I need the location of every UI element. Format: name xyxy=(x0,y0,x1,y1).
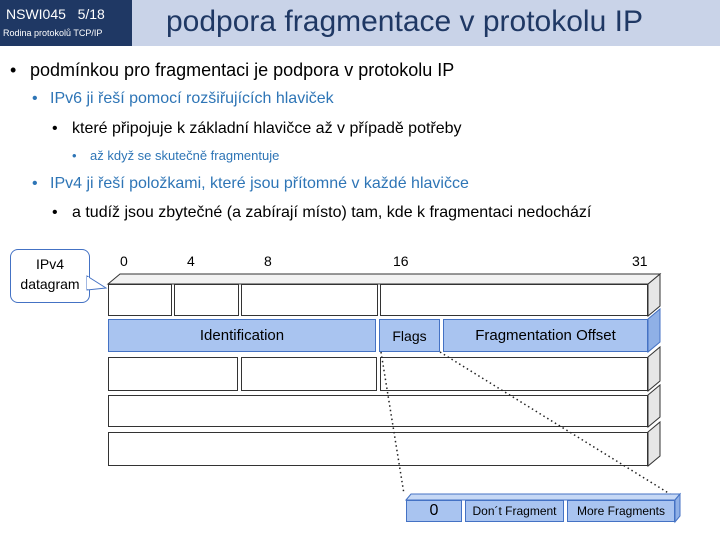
flag-bit-more-fragments: More Fragments xyxy=(567,500,675,522)
datagram-callout xyxy=(10,249,90,303)
bullet-dot-icon: • xyxy=(10,60,17,80)
bullet-level2: IPv4 ji řeší položkami, které jsou příto… xyxy=(50,175,469,192)
bullet-dot-icon: • xyxy=(32,175,38,192)
course-badge: NSWI045 5/18 Rodina protokolů TCP/IP xyxy=(0,0,132,46)
bit-label: 4 xyxy=(187,253,195,269)
bullet-dot-icon: • xyxy=(32,90,38,107)
identification-field: Identification xyxy=(108,319,376,352)
slide-title: podpora fragmentace v protokolu IP xyxy=(166,5,643,38)
header-field xyxy=(380,284,648,316)
header-field xyxy=(241,284,378,316)
bullet-dot-icon: • xyxy=(52,204,58,221)
bit-label: 8 xyxy=(264,253,272,269)
header-field xyxy=(174,284,239,316)
bullet-level3: a tudíž jsou zbytečné (a zabírají místo)… xyxy=(72,204,592,221)
slide-header: NSWI045 5/18 Rodina protokolů TCP/IP pod… xyxy=(0,0,720,46)
header-field xyxy=(108,284,172,316)
flag-bit-dont-fragment: Don´t Fragment xyxy=(465,500,564,522)
bullet-level3: které připojuje k základní hlavičce až v… xyxy=(72,120,462,137)
header-field xyxy=(108,432,648,466)
callout-text: IPv4 datagram xyxy=(20,256,80,292)
course-code: NSWI045 5/18 xyxy=(6,6,105,22)
bit-label: 0 xyxy=(120,253,128,269)
header-field xyxy=(108,395,648,427)
course-subtitle: Rodina protokolů TCP/IP xyxy=(3,28,103,38)
header-field xyxy=(241,357,377,391)
flags-field: Flags xyxy=(379,319,440,352)
header-field xyxy=(380,357,648,391)
bullet-level1: podmínkou pro fragmentaci je podpora v p… xyxy=(30,60,455,80)
bit-label: 16 xyxy=(393,253,409,269)
bit-label: 31 xyxy=(632,253,648,269)
flag-bit-reserved: 0 xyxy=(406,500,462,522)
bullet-level2: IPv6 ji řeší pomocí rozšiřujících hlavič… xyxy=(50,90,334,107)
bullet-dot-icon: • xyxy=(72,148,77,163)
fragment-offset-field: Fragmentation Offset xyxy=(443,319,648,352)
header-field xyxy=(108,357,238,391)
bullet-dot-icon: • xyxy=(52,120,58,137)
bullet-level4: až když se skutečně fragmentuje xyxy=(90,148,280,163)
